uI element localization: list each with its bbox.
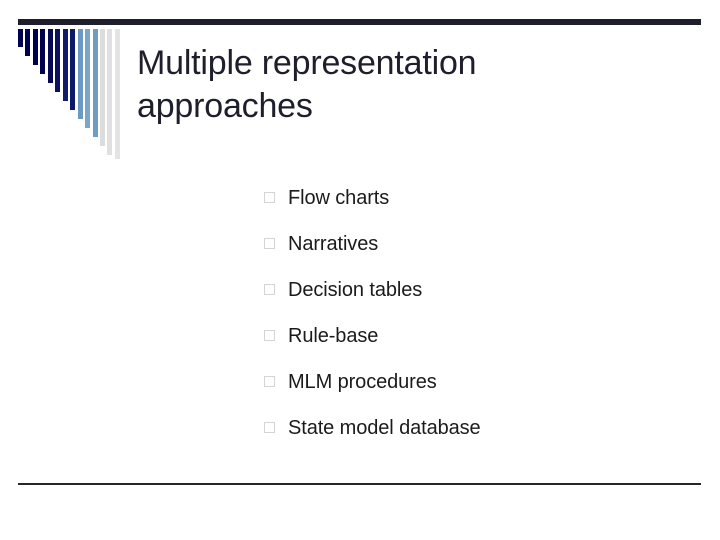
motif-bar-1 [18, 29, 23, 47]
list-item: MLM procedures [264, 370, 684, 416]
motif-bar-2 [25, 29, 31, 56]
page-title-line-2: approaches [137, 87, 313, 125]
page-title: Multiple representation approaches [137, 42, 677, 128]
top-horizontal-rule [18, 19, 701, 25]
list-item: Narratives [264, 232, 684, 278]
motif-bar-11 [92, 29, 98, 137]
motif-bar-7 [62, 29, 68, 101]
descending-bar-motif-decoration [18, 29, 122, 159]
list-item-label: Decision tables [288, 279, 423, 301]
list-item-label: Flow charts [288, 187, 390, 209]
motif-bar-4 [40, 29, 46, 74]
open-square-bullet-icon [264, 238, 275, 249]
list-item: State model database [264, 416, 684, 462]
motif-bar-5 [47, 29, 53, 83]
motif-bar-10 [85, 29, 91, 128]
list-item: Decision tables [264, 278, 684, 324]
list-item-label: Rule-base [288, 325, 379, 347]
motif-bar-3 [32, 29, 38, 65]
list-item: Flow charts [264, 186, 684, 232]
motif-bar-8 [70, 29, 76, 110]
motif-bar-6 [55, 29, 61, 92]
motif-bar-12 [99, 29, 105, 146]
bottom-horizontal-rule [18, 483, 701, 485]
list-item: Rule-base [264, 324, 684, 370]
open-square-bullet-icon [264, 422, 275, 433]
open-square-bullet-icon [264, 284, 275, 295]
motif-bar-9 [77, 29, 83, 119]
list-item-label: MLM procedures [288, 371, 437, 393]
motif-bar-13 [107, 29, 113, 155]
list-item-label: Narratives [288, 233, 379, 255]
motif-bar-14 [114, 29, 120, 159]
open-square-bullet-icon [264, 376, 275, 387]
page-title-line-1: Multiple representation [137, 44, 477, 82]
list-item-label: State model database [288, 417, 481, 439]
open-square-bullet-icon [264, 192, 275, 203]
open-square-bullet-icon [264, 330, 275, 341]
